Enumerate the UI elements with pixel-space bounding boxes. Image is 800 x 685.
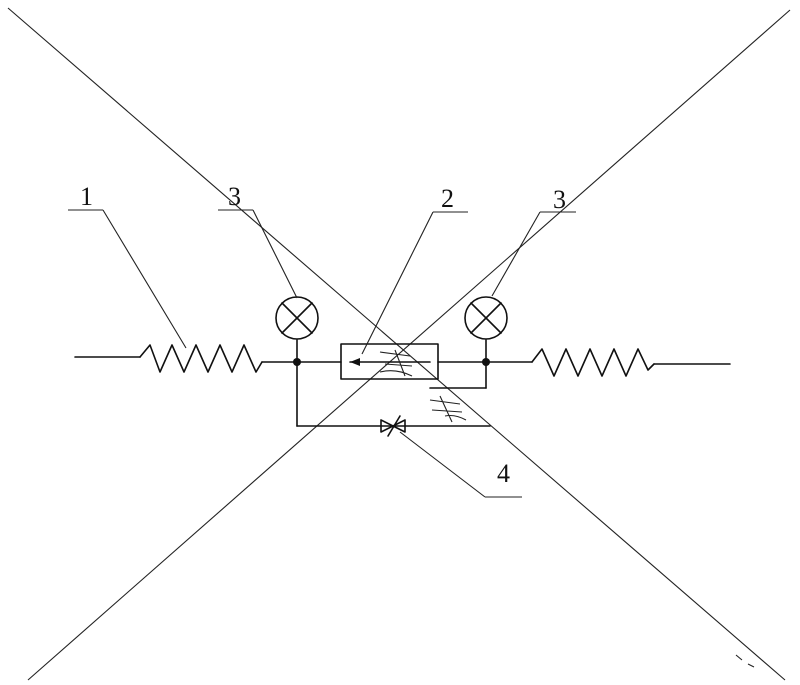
- resistor-left: [139, 344, 263, 373]
- leader-3-right: [491, 211, 576, 297]
- label-1: 1: [80, 182, 93, 211]
- scan-artifact: [735, 654, 755, 668]
- label-4: 4: [497, 459, 510, 488]
- diagonal-line-right: [27, 9, 791, 681]
- lamp-left: [275, 296, 319, 340]
- valve-bottom: [380, 415, 406, 437]
- leader-1: [68, 209, 187, 349]
- leader-4: [399, 431, 522, 498]
- label-3-right: 3: [553, 185, 566, 214]
- label-3-left: 3: [228, 182, 241, 211]
- leader-2: [361, 211, 468, 355]
- component-center: [340, 343, 439, 380]
- label-2: 2: [441, 184, 454, 213]
- resistor-right: [531, 348, 655, 377]
- leader-3-left: [218, 209, 298, 299]
- annotation-scribble: [429, 395, 467, 423]
- lamp-right: [464, 296, 508, 340]
